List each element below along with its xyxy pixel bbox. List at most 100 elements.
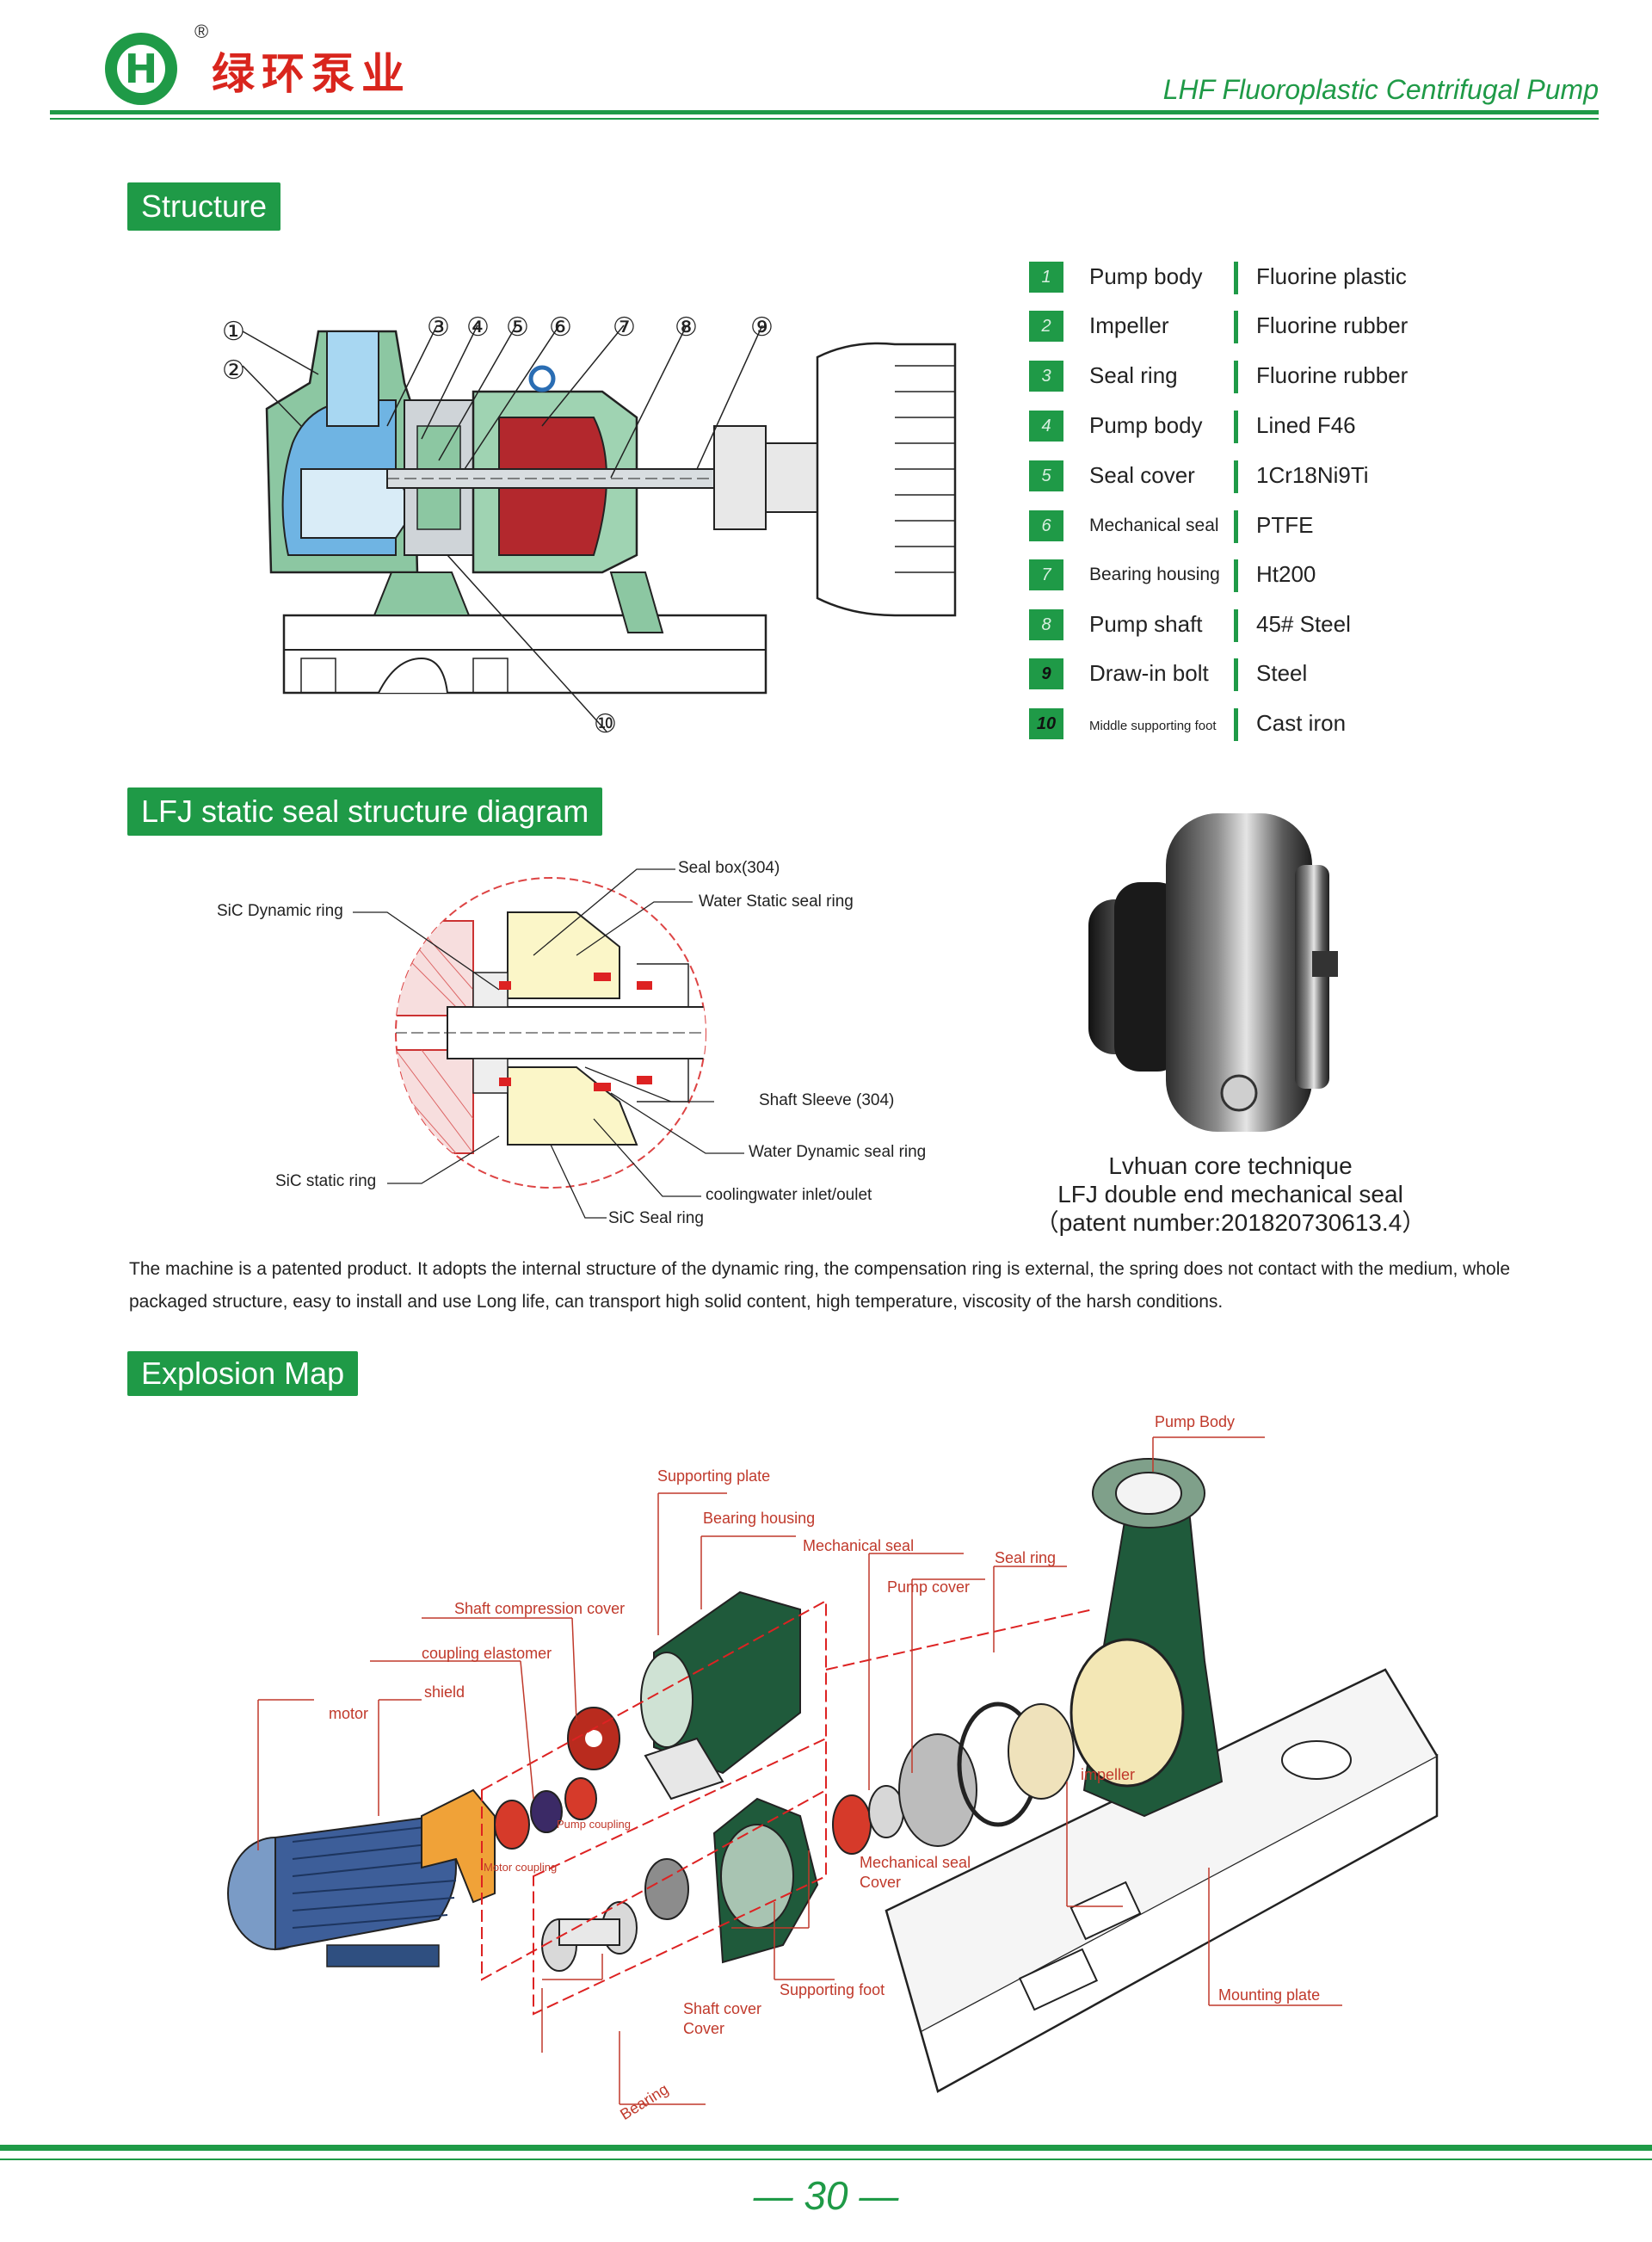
part-number: 1 (1029, 262, 1063, 293)
label-mounting-plate: Mounting plate (1218, 1986, 1321, 2004)
seal-structure-diagram (395, 877, 706, 1189)
part-name: Seal cover (1089, 462, 1195, 488)
part-material: Fluorine rubber (1256, 362, 1409, 388)
callout-10: ⑩ (594, 709, 617, 739)
label-supporting-plate: Supporting plate (657, 1467, 771, 1485)
label-sic-dynamic-ring: SiC Dynamic ring (217, 902, 343, 920)
label-mechanical-seal: Mechanical seal (803, 1537, 915, 1554)
parts-row: 7 Bearing housing Ht200 (1029, 558, 1511, 592)
part-number: 4 (1029, 411, 1063, 442)
row-separator (1234, 361, 1238, 393)
label-water-dynamic-ring: Water Dynamic seal ring (749, 1143, 927, 1161)
footer-rule (0, 2145, 1652, 2151)
part-material: Steel (1256, 660, 1308, 686)
brand-logo-letter: H (124, 46, 158, 92)
callout-4: ④ (466, 312, 490, 343)
callout-8: ⑧ (675, 312, 698, 343)
callout-5: ⑤ (506, 312, 529, 343)
parts-row: 10 Middle supporting foot Cast iron (1029, 707, 1511, 741)
label-bearing-housing: Bearing housing (703, 1510, 816, 1527)
parts-row: 6 Mechanical seal PTFE (1029, 509, 1511, 543)
part-name: Seal ring (1089, 362, 1178, 388)
row-separator (1234, 609, 1238, 642)
part-number: 8 (1029, 609, 1063, 640)
label-water-static-ring: Water Static seal ring (699, 892, 854, 911)
label-motor-coupling: Motor coupling (484, 1861, 558, 1874)
header-rule-thin (50, 118, 1599, 120)
parts-row: 1 Pump body Fluorine plastic (1029, 260, 1511, 294)
label-shaft-cover-1: Shaft cover (683, 2000, 762, 2017)
footer-rule-thin (0, 2159, 1652, 2160)
seal-caption-line3: （patent number:201820730613.4） (1034, 1209, 1427, 1236)
callout-2: ② (222, 355, 245, 386)
label-pump-cover: Pump cover (887, 1578, 971, 1596)
part-number: 6 (1029, 510, 1063, 541)
row-separator (1234, 510, 1238, 543)
part-name: Mechanical seal (1089, 516, 1219, 535)
row-separator (1234, 411, 1238, 443)
header-rule (50, 110, 1599, 114)
part-name: Middle supporting foot (1089, 719, 1217, 733)
label-shaft-compression-cover: Shaft compression cover (454, 1600, 626, 1617)
label-pump-body: Pump Body (1155, 1413, 1236, 1430)
part-material: Ht200 (1256, 561, 1316, 587)
page-dash-right: — (848, 2173, 899, 2218)
row-separator (1234, 708, 1238, 741)
part-number: 10 (1029, 708, 1063, 739)
brand-logo-inner (117, 45, 165, 93)
registered-mark: ® (194, 21, 209, 42)
label-seal-box: Seal box(304) (678, 859, 780, 877)
part-number: 3 (1029, 361, 1063, 392)
label-seal-ring: Seal ring (995, 1549, 1057, 1566)
callout-9: ⑨ (750, 312, 774, 343)
part-material: Fluorine rubber (1256, 312, 1409, 338)
part-name: Pump shaft (1089, 611, 1203, 637)
brand-name: 绿环泵业 (212, 48, 411, 99)
label-mechanical-seal-cover-1: Mechanical seal (860, 1854, 971, 1871)
label-shaft-cover-2: Cover (683, 2020, 725, 2037)
part-name: Impeller (1089, 312, 1169, 338)
seal-caption-line1: Lvhuan core technique (1108, 1152, 1353, 1179)
product-description: The machine is a patented product. It ad… (129, 1259, 1511, 1312)
part-number: 7 (1029, 559, 1063, 590)
callout-3: ③ (427, 312, 450, 343)
label-cooling-water: coolingwater inlet/oulet (706, 1186, 872, 1204)
part-name: Pump body (1089, 263, 1203, 289)
label-pump-coupling: Pump coupling (557, 1818, 631, 1831)
part-name: Bearing housing (1089, 565, 1220, 584)
parts-row: 5 Seal cover 1Cr18Ni9Ti (1029, 459, 1511, 493)
label-shaft-sleeve: Shaft Sleeve (304) (759, 1091, 895, 1109)
part-material: PTFE (1256, 512, 1314, 538)
section-tag-explosion: Explosion Map (127, 1351, 359, 1396)
parts-row: 2 Impeller Fluorine rubber (1029, 309, 1511, 343)
callout-1: ① (222, 317, 245, 347)
callout-6: ⑥ (549, 312, 572, 343)
part-name: Pump body (1089, 412, 1203, 438)
page-number-wrap: — 30 — (754, 2172, 899, 2219)
label-impeller: impeller (1081, 1766, 1136, 1783)
part-name: Draw-in bolt (1089, 660, 1209, 686)
document-title: LHF Fluoroplastic Centrifugal Pump (1162, 74, 1599, 105)
section-tag-static-seal: LFJ static seal structure diagram (127, 787, 603, 836)
part-material: Fluorine plastic (1256, 263, 1407, 289)
page-number: 30 (804, 2173, 848, 2218)
section-tag-structure: Structure (127, 182, 281, 231)
parts-row: 9 Draw-in bolt Steel (1029, 657, 1511, 691)
part-material: Lined F46 (1256, 412, 1356, 438)
part-number: 2 (1029, 311, 1063, 342)
part-number: 5 (1029, 460, 1063, 491)
row-separator (1234, 559, 1238, 592)
label-mechanical-seal-cover-2: Cover (860, 1874, 902, 1891)
part-material: 45# Steel (1256, 611, 1351, 637)
label-motor: motor (329, 1705, 369, 1722)
mechanical-seal-photo (1088, 813, 1338, 1132)
seal-leader-lines (353, 868, 744, 1219)
row-separator (1234, 658, 1238, 691)
label-sic-static-ring: SiC static ring (275, 1172, 377, 1190)
label-coupling-elastomer: coupling elastomer (422, 1645, 552, 1662)
callout-7: ⑦ (613, 312, 636, 343)
label-sic-seal-ring: SiC Seal ring (608, 1209, 704, 1227)
part-material: 1Cr18Ni9Ti (1256, 462, 1369, 488)
pump-cross-section-diagram: ① ② ③ ④ ⑤ ⑥ ⑦ ⑧ ⑨ ⑩ (222, 312, 957, 739)
row-separator (1234, 311, 1238, 343)
